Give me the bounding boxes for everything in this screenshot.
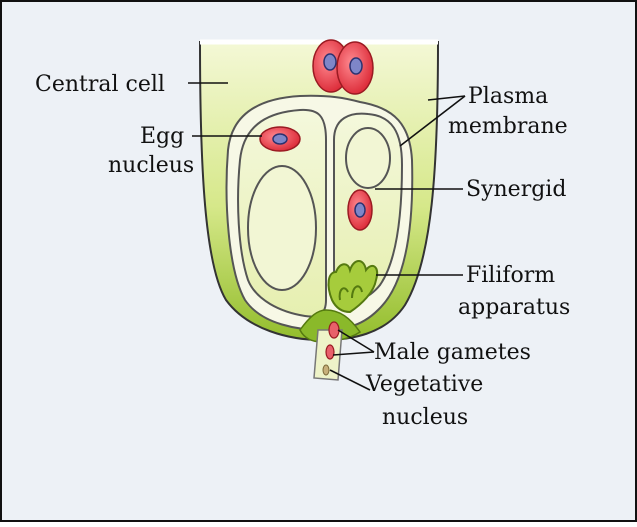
label-plasma-line1: Plasma bbox=[468, 84, 548, 109]
label-synergid: Synergid bbox=[466, 177, 566, 202]
male-gamete-2 bbox=[326, 345, 334, 359]
synergid-vacuole bbox=[346, 128, 390, 188]
polar-nucleolus-left bbox=[324, 54, 336, 70]
label-male-gametes: Male gametes bbox=[374, 340, 531, 365]
egg-nucleolus bbox=[273, 134, 287, 144]
label-central-cell: Central cell bbox=[35, 72, 165, 97]
label-plasma-line2: membrane bbox=[448, 114, 568, 139]
label-filiform-line1: Filiform bbox=[466, 263, 555, 288]
label-vegetative-line2: nucleus bbox=[382, 405, 468, 430]
polar-nucleolus-right bbox=[350, 58, 362, 74]
egg-vacuole bbox=[248, 166, 316, 290]
male-gamete-1 bbox=[329, 322, 339, 338]
synergid-nucleolus bbox=[355, 203, 365, 217]
label-filiform-line2: apparatus bbox=[458, 295, 570, 320]
label-vegetative-line1: Vegetative bbox=[365, 372, 483, 397]
label-egg-line2: nucleus bbox=[108, 153, 194, 178]
vegetative-nucleus-shape bbox=[323, 365, 329, 375]
label-egg-line1: Egg bbox=[140, 124, 184, 149]
